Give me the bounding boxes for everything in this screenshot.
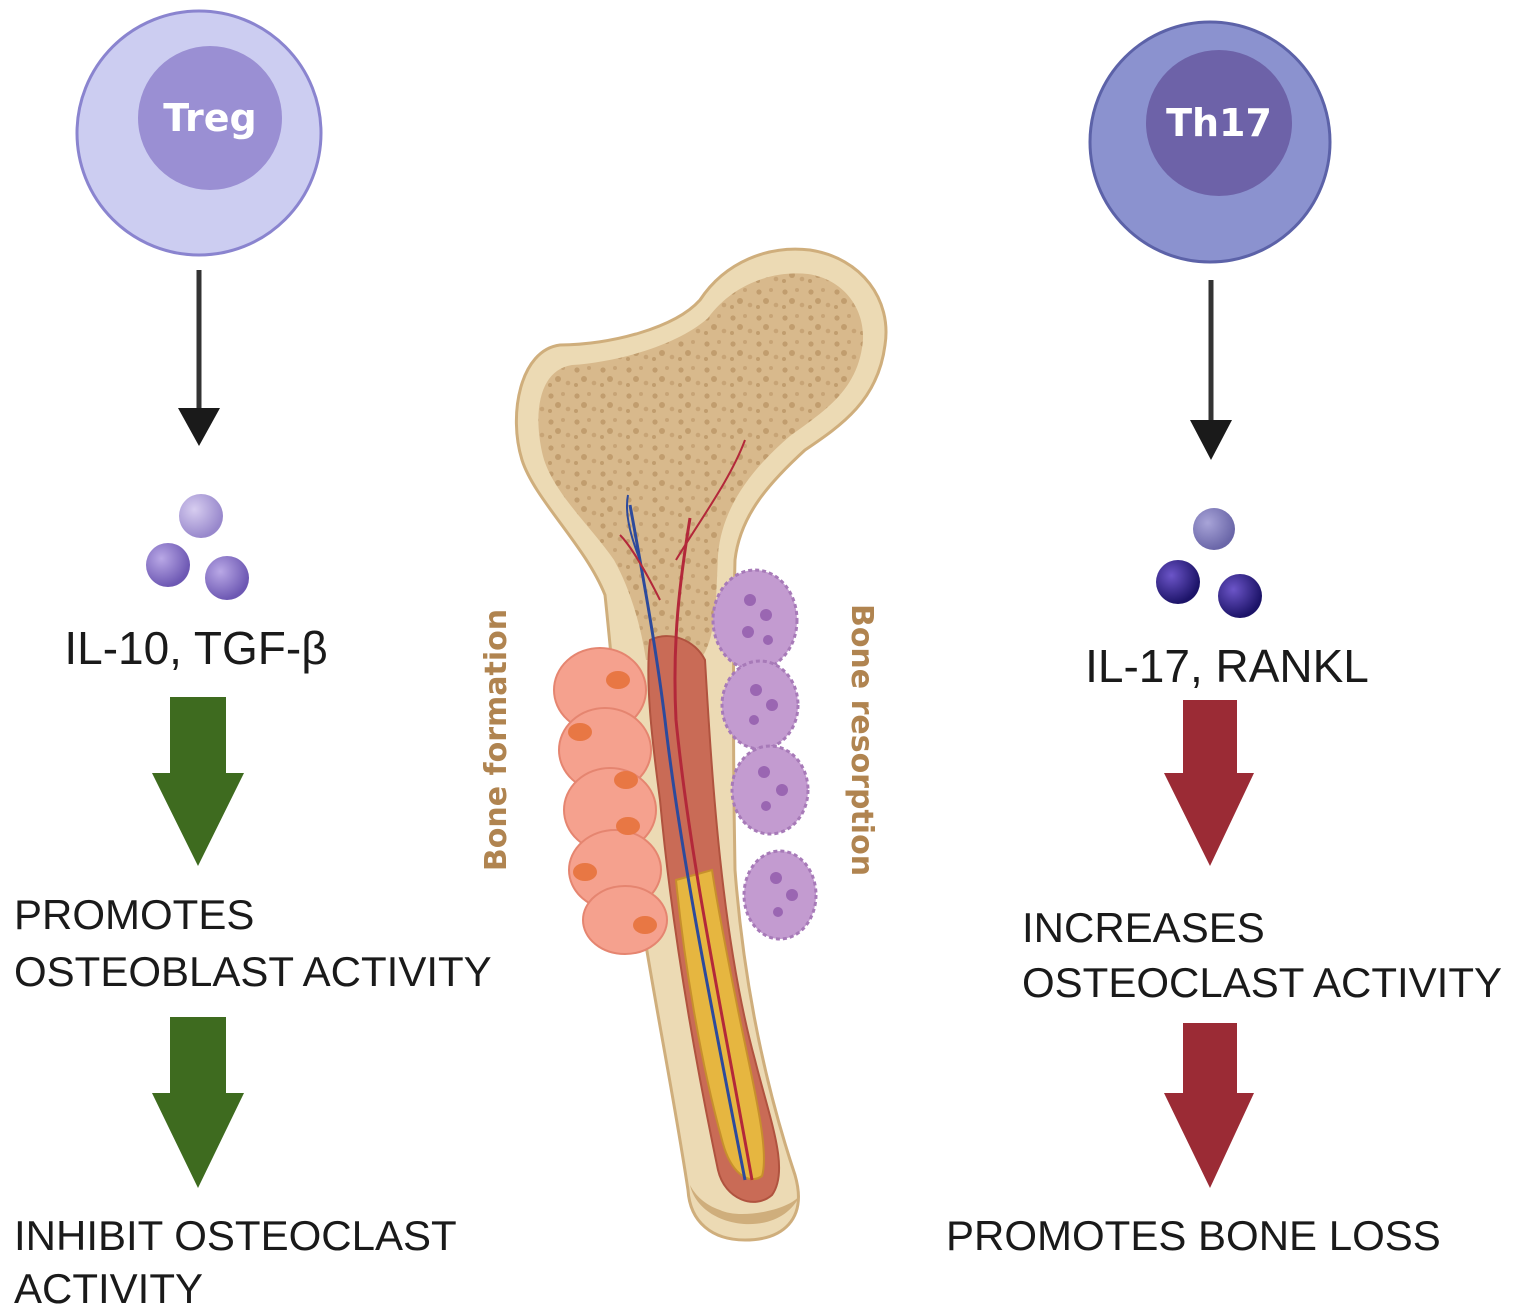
treg-green-arrow-2	[152, 1017, 244, 1188]
femur-marrow-yellow	[674, 868, 765, 1181]
femur-bone-illustration	[514, 247, 888, 1242]
osteoblast-cells	[553, 647, 668, 955]
th17-to-cytokine-arrow	[1190, 280, 1232, 460]
treg-effect1-line1: PROMOTES	[14, 891, 254, 938]
th17-cytokines-label: IL-17, RANKL	[1085, 640, 1369, 692]
red-vessel	[673, 517, 754, 1181]
femur-distal-end	[690, 1185, 800, 1225]
th17-red-arrow-2	[1164, 1023, 1254, 1188]
treg-effect2-line2: ACTIVITY	[14, 1265, 203, 1309]
treg-effect1-line2: OSTEOBLAST ACTIVITY	[14, 948, 492, 995]
femur-spongy-bone	[538, 273, 864, 660]
th17-effect1-line1: INCREASES	[1022, 904, 1265, 951]
treg-cytokines-label: IL-10, TGF-β	[64, 622, 327, 674]
treg-cell-label: Treg	[163, 96, 256, 140]
th17-effect1-line2: OSTEOCLAST ACTIVITY	[1022, 959, 1502, 1006]
th17-effect2-line1: PROMOTES BONE LOSS	[946, 1212, 1441, 1259]
th17-cytokine-dots	[1156, 508, 1262, 618]
treg-green-arrow-1	[152, 697, 244, 866]
bone-formation-label: Bone formation	[479, 609, 514, 871]
osteoclast-cells	[711, 568, 818, 941]
treg-effect2-line1: INHIBIT OSTEOCLAST	[14, 1212, 457, 1259]
treg-cell: Treg	[75, 9, 323, 257]
treg-cytokine-dots	[146, 494, 249, 600]
th17-red-arrow-1	[1164, 700, 1254, 866]
blue-vessel	[628, 504, 747, 1181]
th17-cell: Th17	[1088, 20, 1332, 264]
th17-cell-label: Th17	[1166, 101, 1272, 145]
treg-to-cytokine-arrow	[178, 270, 220, 446]
bone-resorption-label: Bone resorption	[844, 604, 879, 876]
